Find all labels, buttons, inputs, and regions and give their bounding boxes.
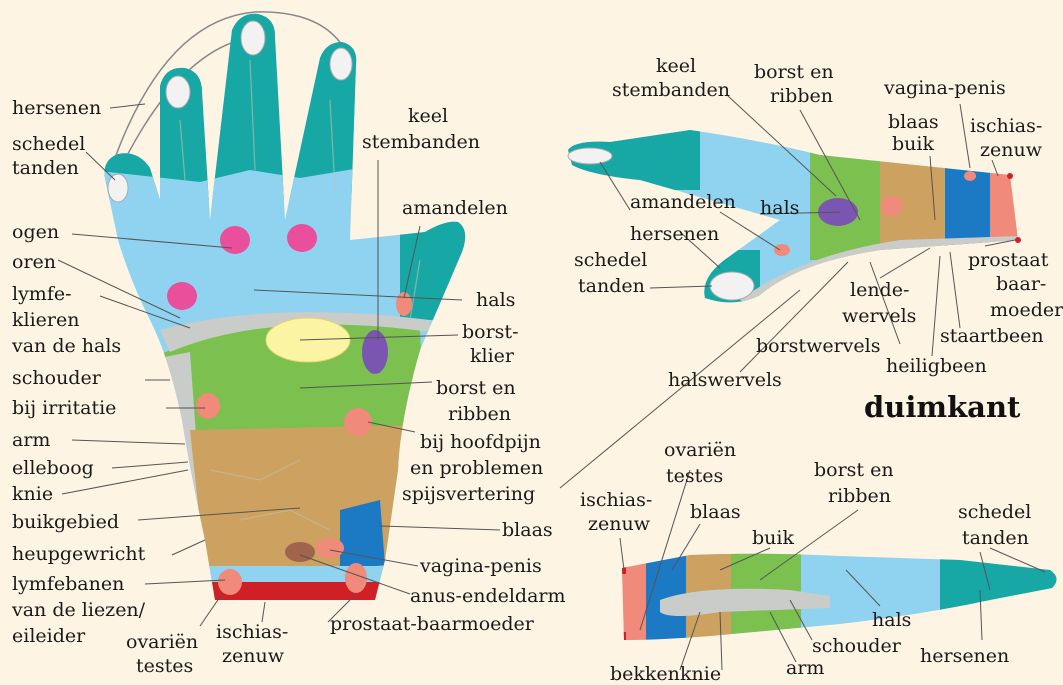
label-hoofdpijn-3: spijsvertering [402,484,535,505]
thumb-label-staartbeen: staartbeen [940,326,1044,347]
thumb-label-heiligbeen: heiligbeen [886,356,987,377]
thumb-label-ischias-1: ischias- [970,116,1042,137]
label-arm: arm [12,430,50,451]
pinky-label-testes: testes [666,466,723,487]
thumb-label-halswervels: halswervels [668,370,782,391]
label-buikgebied: buikgebied [12,512,119,533]
thumb-label-schedel: schedel [574,250,647,271]
label-borst-ribben-1: borst en [436,378,516,399]
thumb-label-borst-2: ribben [770,86,833,107]
thumb-label-baar: baar- [996,274,1046,295]
pinky-label-schedel: schedel [958,502,1031,523]
label-lymfe-1: lymfe- [12,284,72,305]
label-ischias-2: zenuw [222,646,284,667]
thumb-label-hersenen: hersenen [630,224,719,245]
pinky-side-hand [620,540,1060,650]
thumb-label-borstwervels: borstwervels [756,336,880,357]
pinky-label-buik: buik [752,528,794,549]
pinky-label-hersenen: hersenen [920,646,1009,667]
thumb-label-borst-1: borst en [754,62,834,83]
pinky-label-blaas: blaas [690,502,741,523]
label-lymfe-2: klieren [12,310,79,331]
thumb-label-prostaat: prostaat [968,250,1048,271]
thumb-label-moeder: moeder [990,300,1063,321]
thumb-label-hals: hals [760,198,799,219]
thumb-label-buik: buik [892,134,934,155]
thumb-label-stembanden: stembanden [612,80,730,101]
label-hersenen: hersenen [12,98,101,119]
label-tanden: tanden [12,158,79,179]
title-duimkant: duimkant [864,390,1020,424]
label-prostaat-baarmoeder: prostaat-baarmoeder [330,614,534,635]
label-blaas: blaas [502,520,553,541]
label-elleboog: elleboog [12,458,94,479]
thumb-label-lende-2: wervels [842,306,916,327]
label-schouder: schouder [12,368,101,389]
label-borstklier-2: klier [470,346,514,367]
label-ischias-1: ischias- [216,622,288,643]
label-stembanden: stembanden [362,132,480,153]
pinky-label-tanden: tanden [962,528,1029,549]
thumb-label-lende-1: lende- [850,280,909,301]
label-hals: hals [476,290,515,311]
thumb-label-tanden: tanden [578,276,645,297]
pinky-label-schouder: schouder [812,636,901,657]
pinky-label-ischias-2: zenuw [588,514,650,535]
label-bij-irritatie: bij irritatie [12,398,116,419]
label-amandelen: amandelen [402,198,508,219]
label-borstklier-1: borst- [462,322,519,343]
label-ovarien: ovariën [126,632,198,653]
label-knie: knie [12,484,53,505]
label-borst-ribben-2: ribben [448,404,511,425]
label-lymfe-3: van de hals [12,336,121,357]
label-hoofdpijn-1: bij hoofdpijn [420,432,541,453]
label-lymfebanen-1: lymfebanen [12,574,124,595]
thumb-label-ischias-2: zenuw [980,140,1042,161]
thumb-label-keel: keel [656,56,696,77]
pinky-label-borst-2: ribben [828,486,891,507]
pinky-label-arm: arm [786,658,824,679]
pinky-label-hals: hals [872,610,911,631]
label-lymfebanen-3: eileider [12,626,85,647]
label-ogen: ogen [12,222,59,243]
label-schedel: schedel [12,134,85,155]
thumb-label-amandelen: amandelen [630,192,736,213]
thumb-label-vagina-penis: vagina-penis [884,78,1006,99]
pinky-label-borst-1: borst en [814,460,894,481]
pinky-label-ischias-1: ischias- [580,490,652,511]
label-heupgewricht: heupgewricht [12,544,145,565]
label-lymfebanen-2: van de liezen/ [12,600,145,621]
thumb-label-blaas: blaas [888,112,939,133]
label-hoofdpijn-2: en problemen [410,458,543,479]
label-keel: keel [408,106,448,127]
label-anus-endeldarm: anus-endeldarm [410,586,566,607]
label-testes: testes [136,656,193,677]
label-vagina-penis: vagina-penis [420,556,542,577]
pinky-label-ovarien: ovariën [664,440,736,461]
label-oren: oren [12,252,56,273]
